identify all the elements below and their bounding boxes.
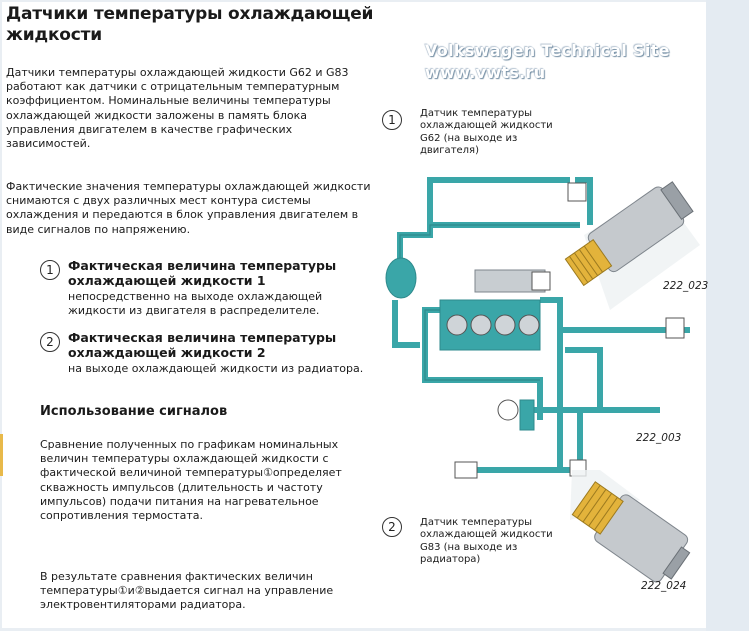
item-heading: Фактическая величина температуры охлажда… [68, 330, 337, 360]
item-text: непосредственно на выходе охлаждающей жи… [68, 290, 323, 317]
engine-block [439, 269, 546, 351]
sensor-g83-label: Датчик температуры охлаждающей жидкости … [420, 517, 553, 566]
item-text: на выходе охлаждающей жидкости из радиат… [68, 362, 364, 375]
signals-heading: Использование сигналов [40, 404, 228, 419]
sensor-g62-illustration [564, 181, 700, 310]
signals-paragraph-2: В результате сравнения фактических велич… [40, 570, 334, 612]
signals-paragraph-1: Сравнение полученных по графикам номинал… [40, 438, 342, 523]
figure-code: 222_024 [641, 580, 687, 592]
circle-number: 1 [40, 260, 60, 280]
watermark: Volkswagen Technical Site www.vwts.ru [425, 41, 670, 82]
callout-number: 1 [382, 110, 402, 130]
expansion-tank [385, 257, 417, 299]
intro-paragraph: Датчики температуры охлаждающей жидкости… [6, 66, 349, 151]
figure-code: 222_003 [636, 432, 682, 444]
figure-code: 222_023 [663, 280, 709, 292]
page-title: Датчики температуры охлаждающей жидкости [6, 4, 374, 45]
sensor-g83-illustration [570, 470, 691, 583]
accent-bar [0, 434, 3, 476]
callout-number: 2 [382, 517, 402, 537]
sensor-g62-label: Датчик температуры охлаждающей жидкости … [420, 108, 553, 157]
item-heading: Фактическая величина температуры охлажда… [68, 258, 337, 288]
viewer-background [706, 0, 749, 631]
actual-values-paragraph: Фактические значения температуры охлажда… [6, 180, 371, 236]
circle-number: 2 [40, 332, 60, 352]
